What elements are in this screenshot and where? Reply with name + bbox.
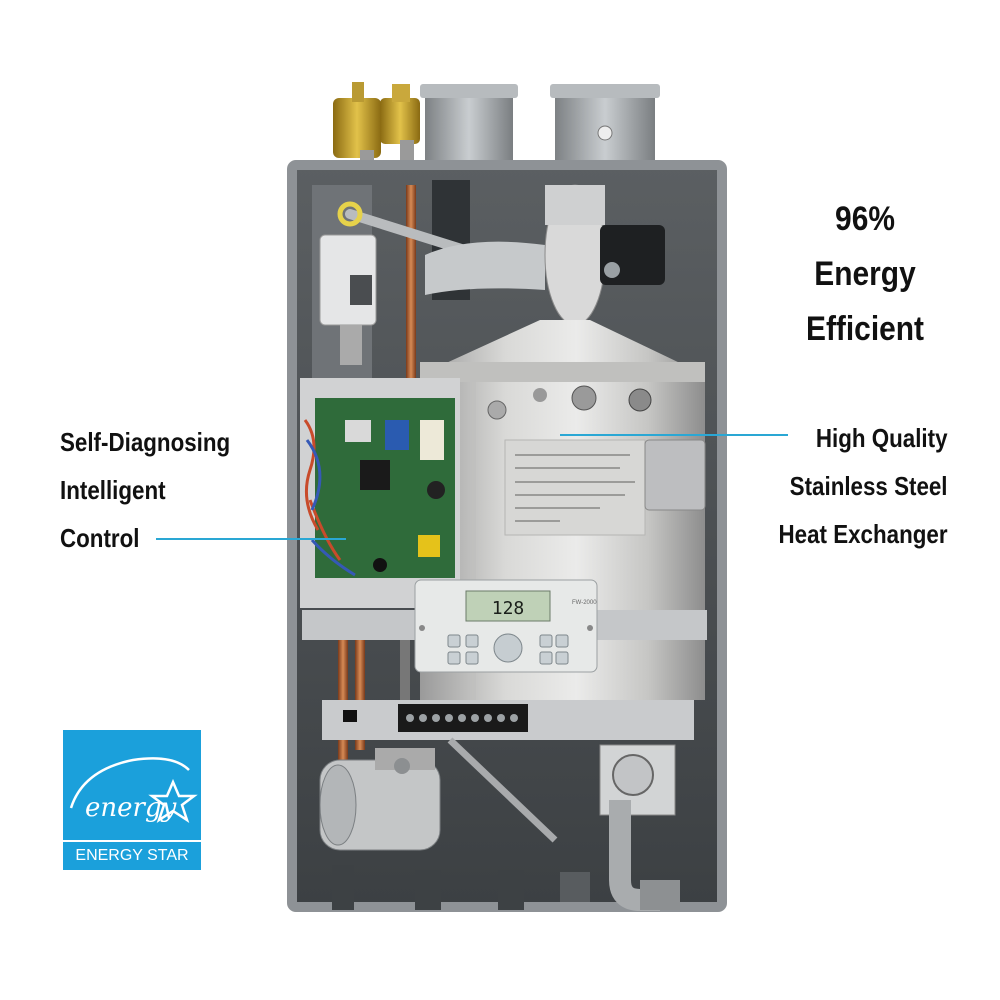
heat-exchanger-callout-line-2: Stainless Steel: [790, 471, 948, 501]
control-callout-line-1: Self-Diagnosing: [60, 427, 231, 457]
heat-exchanger-callout-line-3: Heat Exchanger: [778, 519, 948, 549]
vent-pipe-left: [425, 88, 513, 168]
gas-valve: [333, 98, 381, 158]
energy-star-logo: energy: [69, 757, 198, 823]
heat-exchanger-callout: High Quality Stainless Steel Heat Exchan…: [779, 414, 948, 558]
headline-line-2: Energy: [814, 255, 916, 293]
efficiency-headline: 96% Energy Efficient: [781, 192, 948, 357]
lcd-display: [465, 590, 551, 622]
headline-line-1: 96%: [835, 200, 895, 238]
lcd-readout: 128: [492, 598, 525, 619]
control-callout-line-3: Control: [60, 523, 140, 553]
heat-exchanger-leader-line: [560, 434, 788, 436]
energy-star-label: ENERGY STAR: [63, 840, 201, 870]
control-callout: Self-Diagnosing Intelligent Control: [60, 418, 230, 562]
dial-button: [493, 633, 523, 663]
control-leader-line: [156, 538, 346, 540]
energy-star-badge: energy ENERGY STAR: [63, 730, 201, 870]
temperature-controller: [414, 579, 598, 673]
energy-script: energy: [85, 793, 177, 823]
headline-line-3: Efficient: [805, 310, 925, 348]
controller-model: FW-2000: [572, 600, 597, 606]
heat-exchanger-callout-line-1: High Quality: [816, 423, 948, 453]
control-callout-line-2: Intelligent: [60, 475, 166, 505]
water-valve: [380, 98, 420, 144]
